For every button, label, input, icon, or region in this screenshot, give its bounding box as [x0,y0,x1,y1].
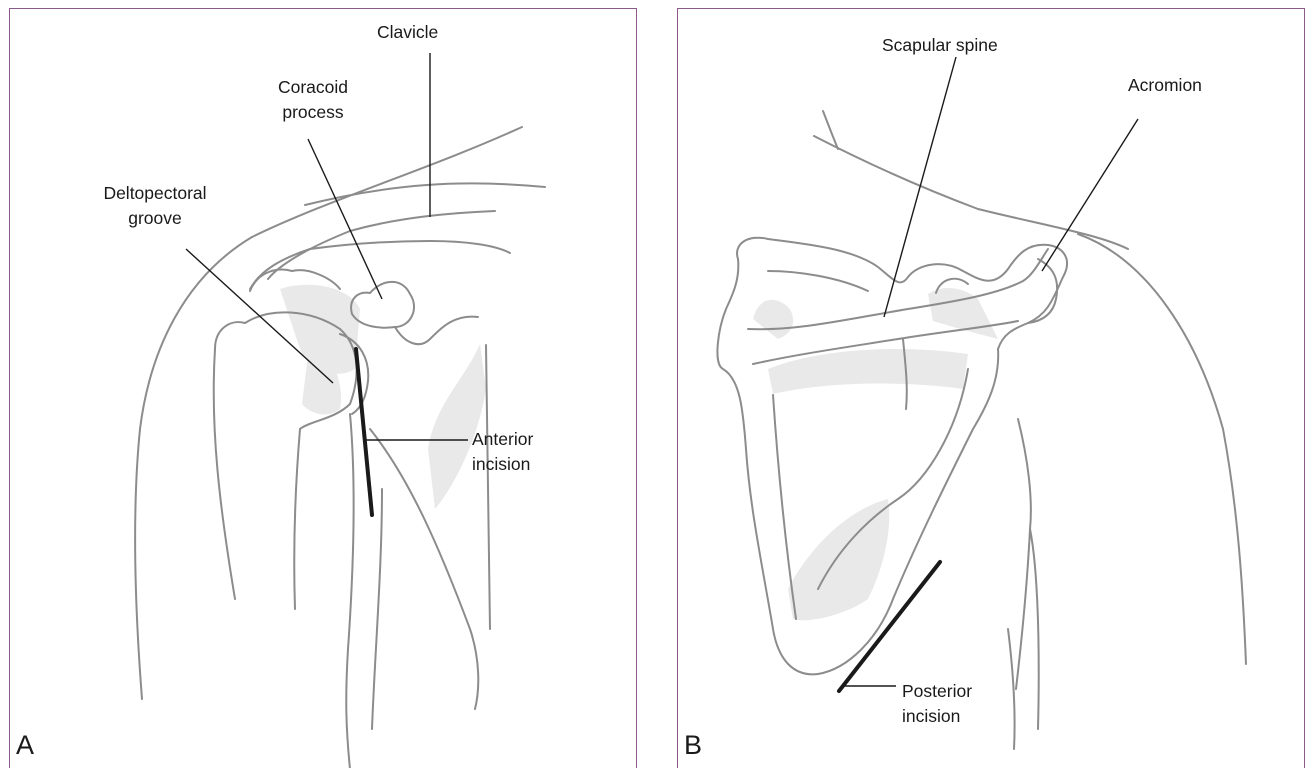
coracoid-base [395,317,478,345]
anterior-incision-line [356,349,372,515]
supraspinous-shading [753,300,793,339]
arm-inner-line [1030,529,1039,729]
shoulder-outer-contour-b [1078,234,1246,664]
supraspinous-line [768,271,868,291]
clavicle-bone [268,211,495,279]
shoulder-outer-contour [135,237,252,699]
coracoid-label-line2: process [258,100,368,125]
spine-base-shading [928,288,998,339]
coracoid-process-contour [351,282,414,328]
anterior-incision-label: Anterior incision [472,427,533,477]
clavicle-bone-lower [310,241,510,253]
acromion-label: Acromion [1128,73,1202,98]
scapular-spine-label: Scapular spine [882,33,998,58]
deltoid-line [346,414,353,768]
posterior-shoulder-illustration [678,9,1305,768]
deltopectoral-label-line1: Deltopectoral [80,181,230,206]
inner-arm-line [372,489,382,729]
humerus-shaft-right [294,429,300,609]
panel-b-letter: B [684,732,702,759]
posterior-label-line1: Posterior [902,679,972,704]
coracoid-process-label: Coracoid process [258,75,368,125]
chest-line [486,345,490,629]
anterior-label-line1: Anterior [472,427,533,452]
acromion-leader [1042,119,1138,271]
panel-a-letter: A [16,732,34,759]
coracoid-label-line1: Coracoid [258,75,368,100]
deltopectoral-label-line2: groove [80,206,230,231]
scapular-spine-leader [884,57,956,317]
neck-trapezius-line [252,127,522,237]
anterior-label-line2: incision [472,452,533,477]
clavicle-label: Clavicle [377,20,438,45]
arm-back-line [1016,419,1031,689]
scapular-spine-upper [748,249,1048,329]
panel-b-posterior-view: Scapular spine Acromion Posterior incisi… [677,8,1305,768]
trapezius-back-line [814,136,1128,249]
panel-a-anterior-view: Clavicle Coracoid process Deltopectoral … [9,8,637,768]
humerus-shaft-left [214,349,235,599]
trapezius-upper [305,183,545,205]
posterior-incision-label: Posterior incision [902,679,972,729]
back-line [1008,629,1015,749]
posterior-label-line2: incision [902,704,972,729]
deltopectoral-groove-label: Deltopectoral groove [80,181,230,231]
pectoral-line [370,429,478,709]
